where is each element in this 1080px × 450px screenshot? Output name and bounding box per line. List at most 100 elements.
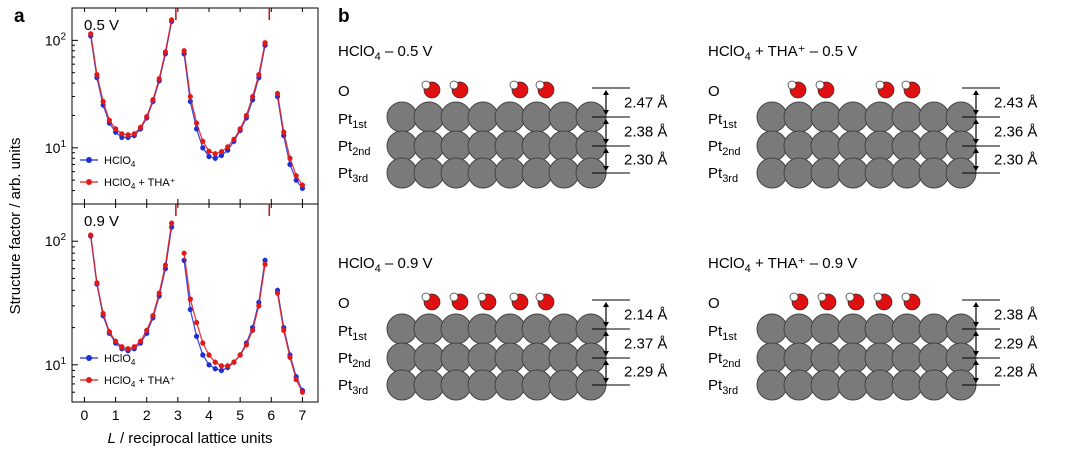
pt-atom [864, 342, 896, 374]
data-point [218, 149, 225, 155]
pt-atom [440, 130, 472, 162]
layer-label: Pt2nd [708, 350, 741, 370]
pt-atom [440, 342, 472, 374]
arrow-head [603, 331, 609, 336]
pt-atom [467, 157, 499, 189]
pt-atom [918, 342, 950, 374]
arrow-head [973, 119, 979, 124]
data-point [169, 220, 175, 226]
pt-atom [837, 369, 869, 401]
data-point [231, 136, 237, 142]
arrow-head [603, 302, 609, 307]
data-point [293, 177, 299, 183]
layer-label: Pt1st [338, 111, 367, 131]
pt-atom [837, 101, 869, 133]
data-point [287, 354, 293, 360]
distance-label: 2.38 Å [624, 124, 667, 141]
data-point [193, 120, 200, 126]
data-point [293, 376, 299, 383]
pt-atom [864, 157, 896, 189]
pt-atom [810, 101, 842, 133]
layer-label: Pt1st [338, 323, 367, 343]
pt-atom [386, 130, 418, 162]
data-point [193, 333, 200, 339]
data-point [237, 126, 243, 132]
pt-atom [783, 342, 815, 374]
pt-atom [864, 101, 896, 133]
pt-atom [386, 313, 418, 345]
arrow-head [973, 351, 979, 356]
data-point [187, 306, 193, 313]
data-point [206, 148, 212, 154]
distance-label: 2.29 Å [624, 364, 667, 381]
x-tick-label: 4 [205, 407, 213, 423]
data-point [106, 329, 112, 335]
data-point [88, 31, 94, 37]
distance-label: 2.47 Å [624, 95, 667, 112]
pt-atom [891, 101, 923, 133]
data-point [119, 131, 125, 137]
pt-atom [864, 313, 896, 345]
series-line [90, 223, 303, 393]
structure-title: HClO4 + THA⁺ – 0.5 V [708, 43, 857, 63]
data-point [212, 151, 218, 157]
pt-atom [864, 130, 896, 162]
data-point [181, 250, 187, 256]
layer-label: Pt1st [708, 323, 737, 343]
arrow-head [973, 360, 979, 365]
hydrogen-atom [449, 80, 459, 90]
distance-label: 2.38 Å [994, 307, 1037, 324]
data-point [218, 152, 225, 158]
pt-atom [494, 157, 526, 189]
pt-atom [783, 157, 815, 189]
data-point [237, 352, 243, 358]
arrow-head [973, 322, 979, 327]
data-point [262, 261, 268, 267]
distance-label: 2.43 Å [994, 95, 1037, 112]
data-point [212, 155, 218, 161]
pt-atom [413, 130, 445, 162]
pt-atom [521, 101, 553, 133]
data-point [299, 182, 306, 188]
arrow-head [973, 166, 979, 171]
pt-atom [386, 101, 418, 133]
legend-label: HClO4 + THA⁺ [104, 177, 176, 191]
y-tick-label: 102 [45, 31, 67, 48]
pt-atom [756, 130, 788, 162]
data-point [162, 49, 169, 55]
arrow-head [973, 148, 979, 153]
data-point [125, 346, 131, 352]
data-point [218, 367, 225, 374]
data-point [293, 173, 299, 179]
label-O: O [338, 83, 350, 100]
pt-atom [440, 157, 472, 189]
pt-atom [756, 157, 788, 189]
data-point [144, 114, 150, 120]
legend-label: HClO4 [104, 353, 136, 367]
arrow-head [973, 110, 979, 115]
pt-atom [413, 342, 445, 374]
data-point [156, 290, 162, 296]
arrow-head [603, 322, 609, 327]
pt-atom [783, 101, 815, 133]
panel-b-letter: b [338, 6, 350, 27]
pt-atom [810, 313, 842, 345]
hydrogen-atom [875, 80, 885, 90]
pt-atom [837, 313, 869, 345]
layer-label: Pt2nd [708, 138, 741, 158]
data-point [250, 327, 256, 333]
data-point [200, 145, 206, 151]
y-axis-label: Structure factor / arb. units [7, 138, 24, 315]
pt-atom [413, 369, 445, 401]
pt-atom [521, 130, 553, 162]
arrow-head [603, 90, 609, 95]
data-point [250, 93, 256, 100]
y-tick-label: 102 [45, 232, 67, 249]
pt-atom [494, 313, 526, 345]
pt-atom [521, 313, 553, 345]
layer-label: Pt2nd [338, 138, 371, 158]
pt-atom [810, 369, 842, 401]
